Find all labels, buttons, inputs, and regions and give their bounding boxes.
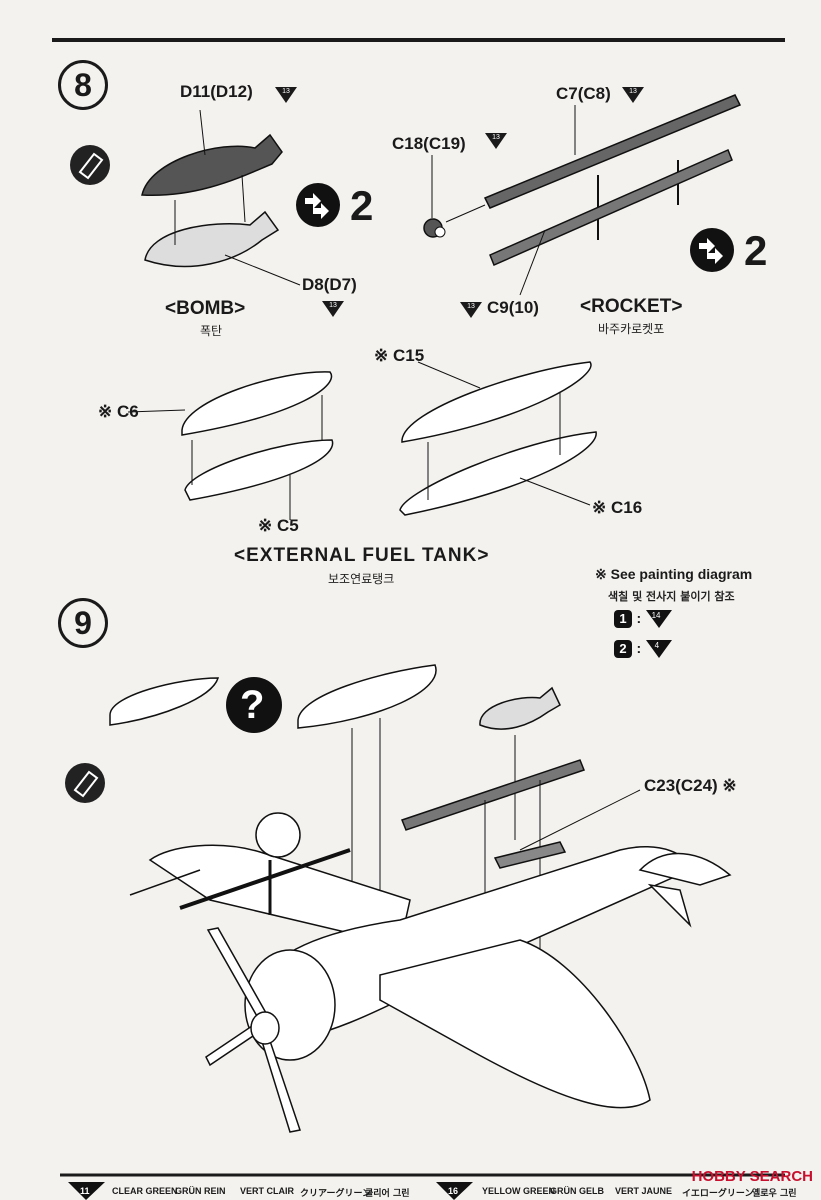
cement-icon xyxy=(70,145,110,185)
footer-grun-gelb: GRÜN GELB xyxy=(550,1186,604,1196)
tank-c16-label: ※ C16 xyxy=(592,498,643,517)
bomb-upper-part xyxy=(141,109,283,196)
bomb-lower-badge: 13 xyxy=(322,301,344,317)
bomb-assembled xyxy=(479,686,561,840)
rocket-rail-lower-label: C9(10) xyxy=(487,298,539,317)
fuel-tank-right xyxy=(399,361,597,516)
make-two-icon-rocket xyxy=(690,228,734,272)
make-two-icon xyxy=(296,183,340,227)
bomb-title-kr: 폭탄 xyxy=(200,324,223,338)
rocket-rail-lower xyxy=(489,149,733,296)
bomb-title: <BOMB> xyxy=(165,298,246,319)
footer-yellow-green-kr: 옐로우 그린 xyxy=(752,1189,797,1199)
make-two-count-rocket: 2 xyxy=(744,227,768,274)
make-two-count: 2 xyxy=(350,182,374,229)
step-8-number: 8 xyxy=(58,60,108,110)
footer-grun-rein: GRÜN REIN xyxy=(175,1186,226,1196)
watermark: HOBBY SEARCH xyxy=(691,1168,813,1185)
rocket-nozzle-label: C18(C19) xyxy=(392,134,466,153)
tank-title: <EXTERNAL FUEL TANK> xyxy=(234,545,490,566)
pylon-part xyxy=(493,789,641,869)
paint-note-num-1: 1 xyxy=(614,610,632,629)
footer-num-2: 16 xyxy=(448,1186,459,1196)
footer-badge-1 xyxy=(68,1182,105,1200)
footer-clear-green: CLEAR GREEN xyxy=(112,1186,178,1196)
footer-yellow-green-jp: イエローグリーン xyxy=(682,1189,754,1199)
footer-badge-2 xyxy=(436,1182,473,1200)
fuel-tank-left xyxy=(127,371,334,520)
paint-note-row-1: 1 : 14 xyxy=(614,610,672,629)
rocket-title-kr: 바주카로켓포 xyxy=(598,322,665,336)
tank-title-kr: 보조연료탱크 xyxy=(328,572,395,586)
footer-clear-green-kr: 클리어 그린 xyxy=(365,1189,410,1199)
footer-clear-green-jp: クリアーグリーン xyxy=(300,1189,372,1199)
bomb-lower-part xyxy=(144,174,301,286)
rocket-nozzle-part xyxy=(423,155,486,238)
paint-note-badge-1: 14 xyxy=(645,610,672,628)
step-9-number: 9 xyxy=(58,598,108,648)
tank-c6-label: ※ C6 xyxy=(98,402,139,421)
footer-num-1: 11 xyxy=(80,1186,90,1196)
question-mark: ? xyxy=(240,683,265,727)
footer-vert-jaune: VERT JAUNE xyxy=(615,1186,673,1196)
rocket-nozzle-badge: 13 xyxy=(485,133,507,149)
rocket-title: <ROCKET> xyxy=(580,296,683,317)
aircraft-airframe xyxy=(129,812,732,1133)
bomb-upper-label: D11(D12) xyxy=(180,82,253,101)
bomb-upper-badge: 13 xyxy=(275,87,297,103)
rocket-rail-label: C7(C8) xyxy=(556,84,611,103)
paint-note-badge-2: 4 xyxy=(645,640,672,658)
footer-vert-clair: VERT CLAIR xyxy=(240,1186,294,1196)
spare-tank-half xyxy=(109,677,220,726)
tank-c15-label: ※ C15 xyxy=(374,346,425,365)
rocket-rail-lower-badge: 13 xyxy=(460,302,482,318)
cement-icon-step9 xyxy=(65,763,105,803)
footer-yellow-green: YELLOW GREEN xyxy=(482,1186,556,1196)
question-circle xyxy=(226,677,282,733)
paint-note-num-2: 2 xyxy=(614,640,632,659)
pylon-label: C23(C24) ※ xyxy=(644,776,737,795)
paint-note-row-2: 2 : 4 xyxy=(614,640,672,659)
rocket-rail-upper xyxy=(483,94,742,240)
rocket-rail-badge: 13 xyxy=(622,87,644,103)
bomb-lower-label: D8(D7) xyxy=(302,275,357,294)
paint-note-title-kr: 색칠 및 전사지 붙이기 참조 xyxy=(608,590,735,603)
paint-note-title: ※ See painting diagram xyxy=(595,566,753,582)
tank-c5-label: ※ C5 xyxy=(258,516,299,535)
